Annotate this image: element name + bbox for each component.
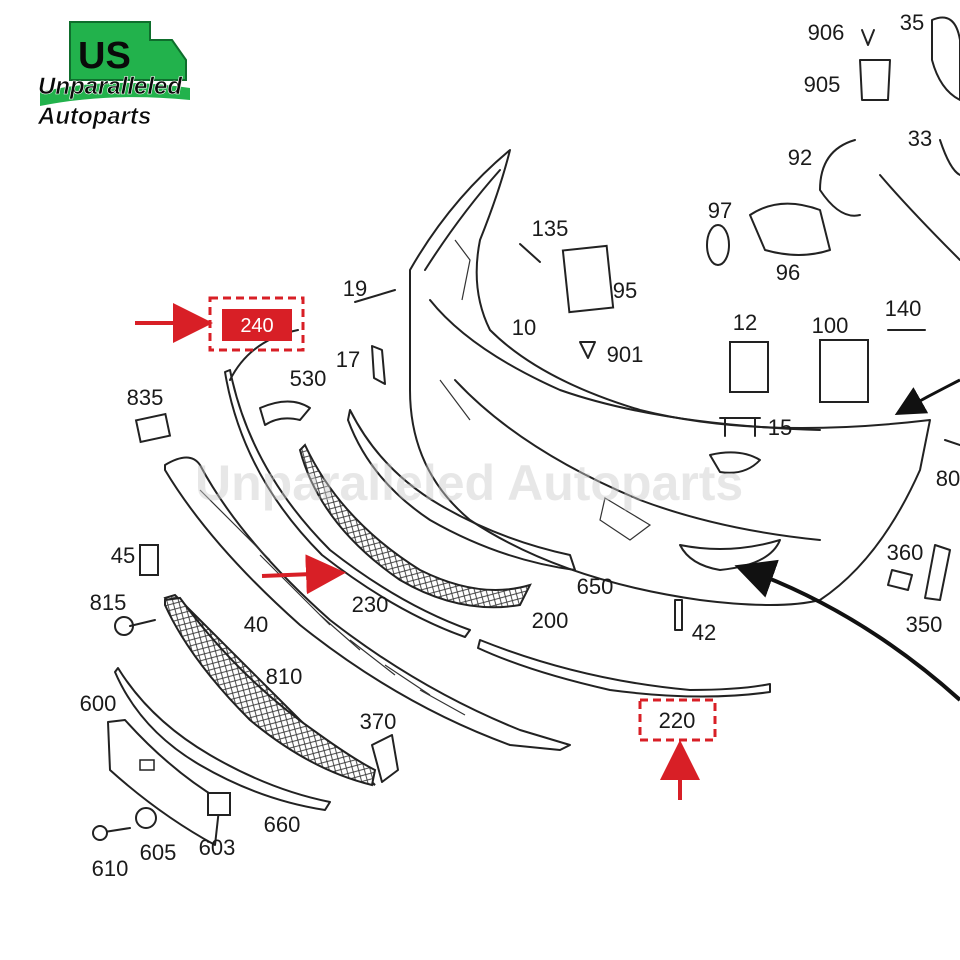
callout-label: 17 bbox=[336, 347, 360, 372]
callout-label: 650 bbox=[577, 574, 614, 599]
callout-label: 200 bbox=[532, 608, 569, 633]
callout-label: 610 bbox=[92, 856, 129, 881]
callout-label: 92 bbox=[788, 145, 812, 170]
highlight-220-label: 220 bbox=[659, 708, 696, 733]
callout-label: 350 bbox=[906, 612, 943, 637]
watermark: Unparalleled Autoparts bbox=[195, 455, 743, 511]
brand-us: US bbox=[78, 35, 131, 77]
callout-label: 40 bbox=[244, 612, 268, 637]
callout-label: 140 bbox=[885, 296, 922, 321]
callout-label: 810 bbox=[266, 664, 303, 689]
small-parts bbox=[92, 16, 960, 841]
strip-220 bbox=[477, 639, 771, 698]
callout-label: 42 bbox=[692, 620, 716, 645]
trim-strip-650 bbox=[347, 409, 576, 571]
callout-label: 600 bbox=[80, 691, 117, 716]
callout-label: 815 bbox=[90, 590, 127, 615]
strip-230 bbox=[224, 369, 471, 638]
callout-label: 370 bbox=[360, 709, 397, 734]
bumper-cover bbox=[409, 149, 931, 606]
callout-label: 33 bbox=[908, 126, 932, 151]
callout-label: 19 bbox=[343, 276, 367, 301]
callout-label: 360 bbox=[887, 540, 924, 565]
callout-label: 603 bbox=[199, 835, 236, 860]
highlight-220: 220 bbox=[638, 698, 717, 742]
callout-label: 605 bbox=[140, 840, 177, 865]
callout-label: 97 bbox=[708, 198, 732, 223]
callout-label: 835 bbox=[127, 385, 164, 410]
brand-logo: US Unparalleled Autoparts bbox=[37, 21, 190, 130]
grille-200 bbox=[298, 443, 532, 609]
callout-label: 45 bbox=[111, 543, 135, 568]
callout-label: 12 bbox=[733, 310, 757, 335]
callout-label: 905 bbox=[804, 72, 841, 97]
callout-label: 80 bbox=[936, 466, 960, 491]
grille-810 bbox=[163, 593, 377, 787]
highlight-240-label: 240 bbox=[240, 315, 273, 337]
callout-label: 100 bbox=[812, 313, 849, 338]
pointer-arrows bbox=[734, 378, 960, 702]
trim-660 bbox=[114, 667, 331, 811]
callout-labels: 906 35 905 33 92 97 96 135 95 19 10 140 … bbox=[80, 10, 960, 881]
callout-label: 530 bbox=[290, 366, 327, 391]
brand-line-1: Unparalleled bbox=[38, 73, 183, 100]
callout-label: 660 bbox=[264, 812, 301, 837]
callout-label: 906 bbox=[808, 20, 845, 45]
callout-label: 35 bbox=[900, 10, 924, 35]
plate-bracket-600 bbox=[107, 719, 221, 846]
highlight-240: 240 bbox=[208, 296, 305, 352]
callout-label: 15 bbox=[768, 415, 792, 440]
highlight-arrows bbox=[135, 303, 700, 800]
callout-label: 96 bbox=[776, 260, 800, 285]
callout-label: 901 bbox=[607, 342, 644, 367]
callout-label: 230 bbox=[352, 592, 389, 617]
callout-label: 95 bbox=[613, 278, 637, 303]
callout-label: 10 bbox=[512, 315, 536, 340]
callout-label: 135 bbox=[532, 216, 569, 241]
brand-line-2: Autoparts bbox=[37, 103, 151, 130]
